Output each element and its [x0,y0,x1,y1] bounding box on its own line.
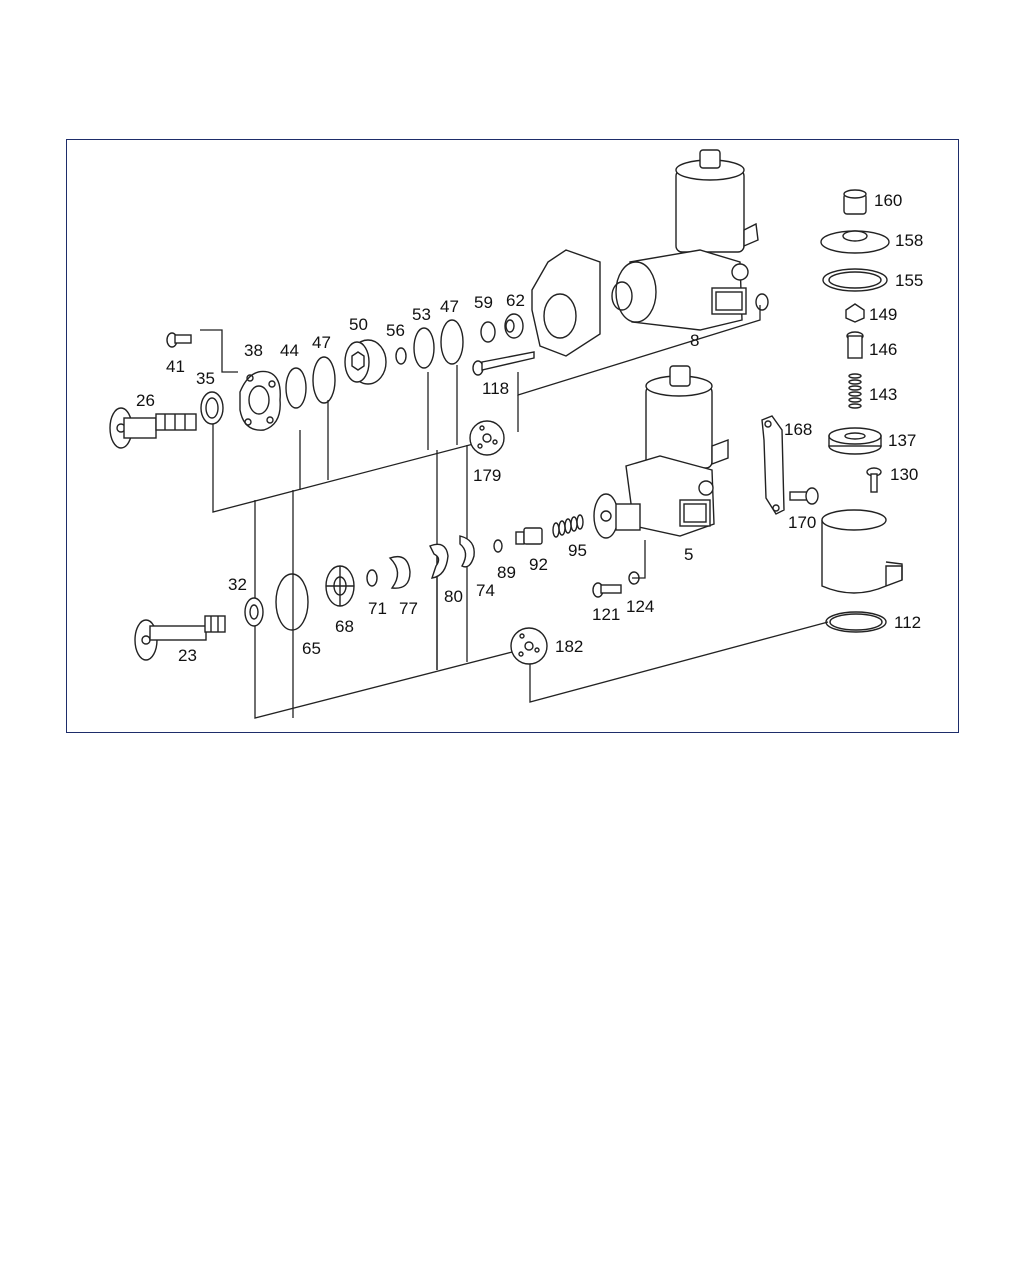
leader-182-112 [529,621,829,703]
plate-80 [429,543,449,579]
input-shaft-23 [134,615,226,661]
cover-plate [531,249,601,357]
washer-124 [628,571,640,585]
o-ring-65 [275,573,309,631]
label-95: 95 [568,541,587,560]
label-26: 26 [136,391,155,410]
filter-137 [828,427,882,455]
plate-74 [459,535,475,568]
bolt-170 [789,487,819,505]
label-182: 182 [555,637,583,656]
bracket-168 [761,415,785,515]
label-80: 80 [444,587,463,606]
label-35: 35 [196,369,215,388]
ring-89 [493,539,503,553]
label-170: 170 [788,513,816,532]
washer-59 [480,321,496,343]
nut-149 [845,303,865,323]
snap-ring-71 [366,569,378,587]
label-44: 44 [280,341,299,360]
snap-ring-56 [395,347,407,365]
label-65: 65 [302,639,321,658]
label-158: 158 [895,231,923,250]
o-ring-112 [825,611,887,633]
seal-ring-8 [755,293,769,311]
label-38: 38 [244,341,263,360]
label-130: 130 [890,465,918,484]
label-53: 53 [412,305,431,324]
o-ring-47b [440,319,464,365]
label-112: 112 [894,613,921,632]
label-179: 179 [473,466,501,485]
label-8: 8 [690,331,699,350]
o-ring-53 [413,327,435,369]
label-23: 23 [178,646,197,665]
o-ring-47 [312,356,336,404]
vane-77 [388,555,411,589]
bolt-118 [472,351,535,376]
label-56: 56 [386,321,405,340]
seal-32 [244,597,264,627]
label-50: 50 [349,315,368,334]
pump-assembly-5 [593,365,729,539]
spring-143 [848,373,862,409]
cap-160 [843,189,867,215]
label-124: 124 [626,597,654,616]
label-68: 68 [335,617,354,636]
label-62: 62 [506,291,525,310]
label-5: 5 [684,545,693,564]
o-ring-44 [285,367,307,409]
label-92: 92 [529,555,548,574]
screw-121 [592,582,622,598]
label-89: 89 [497,563,516,582]
label-121: 121 [592,605,620,624]
label-155: 155 [895,271,923,290]
label-74: 74 [476,581,495,600]
leader-5-124 [632,540,646,579]
label-160: 160 [874,191,902,210]
label-137: 137 [888,431,916,450]
diagram-frame [66,139,959,733]
leader-41 [200,329,238,373]
screw-41 [166,332,192,348]
label-168: 168 [784,420,812,439]
valve-92 [515,527,543,545]
flange-182 [510,627,548,665]
label-47b: 47 [440,297,459,316]
pump-assembly-8 [611,149,759,331]
pulley-50 [344,339,387,385]
leader-35-179 [212,420,505,513]
flange-179 [469,420,505,456]
gasket-155 [822,268,888,292]
label-146: 146 [869,340,897,359]
label-143: 143 [869,385,897,404]
label-149: 149 [869,305,897,324]
label-41: 41 [166,357,185,376]
label-77: 77 [399,599,418,618]
screw-130 [866,467,882,493]
label-71: 71 [368,599,387,618]
rotor-68 [325,565,355,607]
part-labels: 8 5 23 26 32 35 38 41 44 47 47 50 53 56 … [136,191,923,665]
label-118: 118 [482,379,509,398]
reservoir-body [821,509,903,594]
label-47a: 47 [312,333,331,352]
label-59: 59 [474,293,493,312]
cam-ring-38 [239,370,281,431]
input-shaft-26 [109,407,197,449]
label-32: 32 [228,575,247,594]
leader-118-8 [517,305,761,396]
seal-35 [200,391,224,425]
leader-32-182 [254,500,521,719]
retainer-146 [846,331,864,359]
lid-158 [820,230,890,254]
spring-95 [552,514,584,538]
